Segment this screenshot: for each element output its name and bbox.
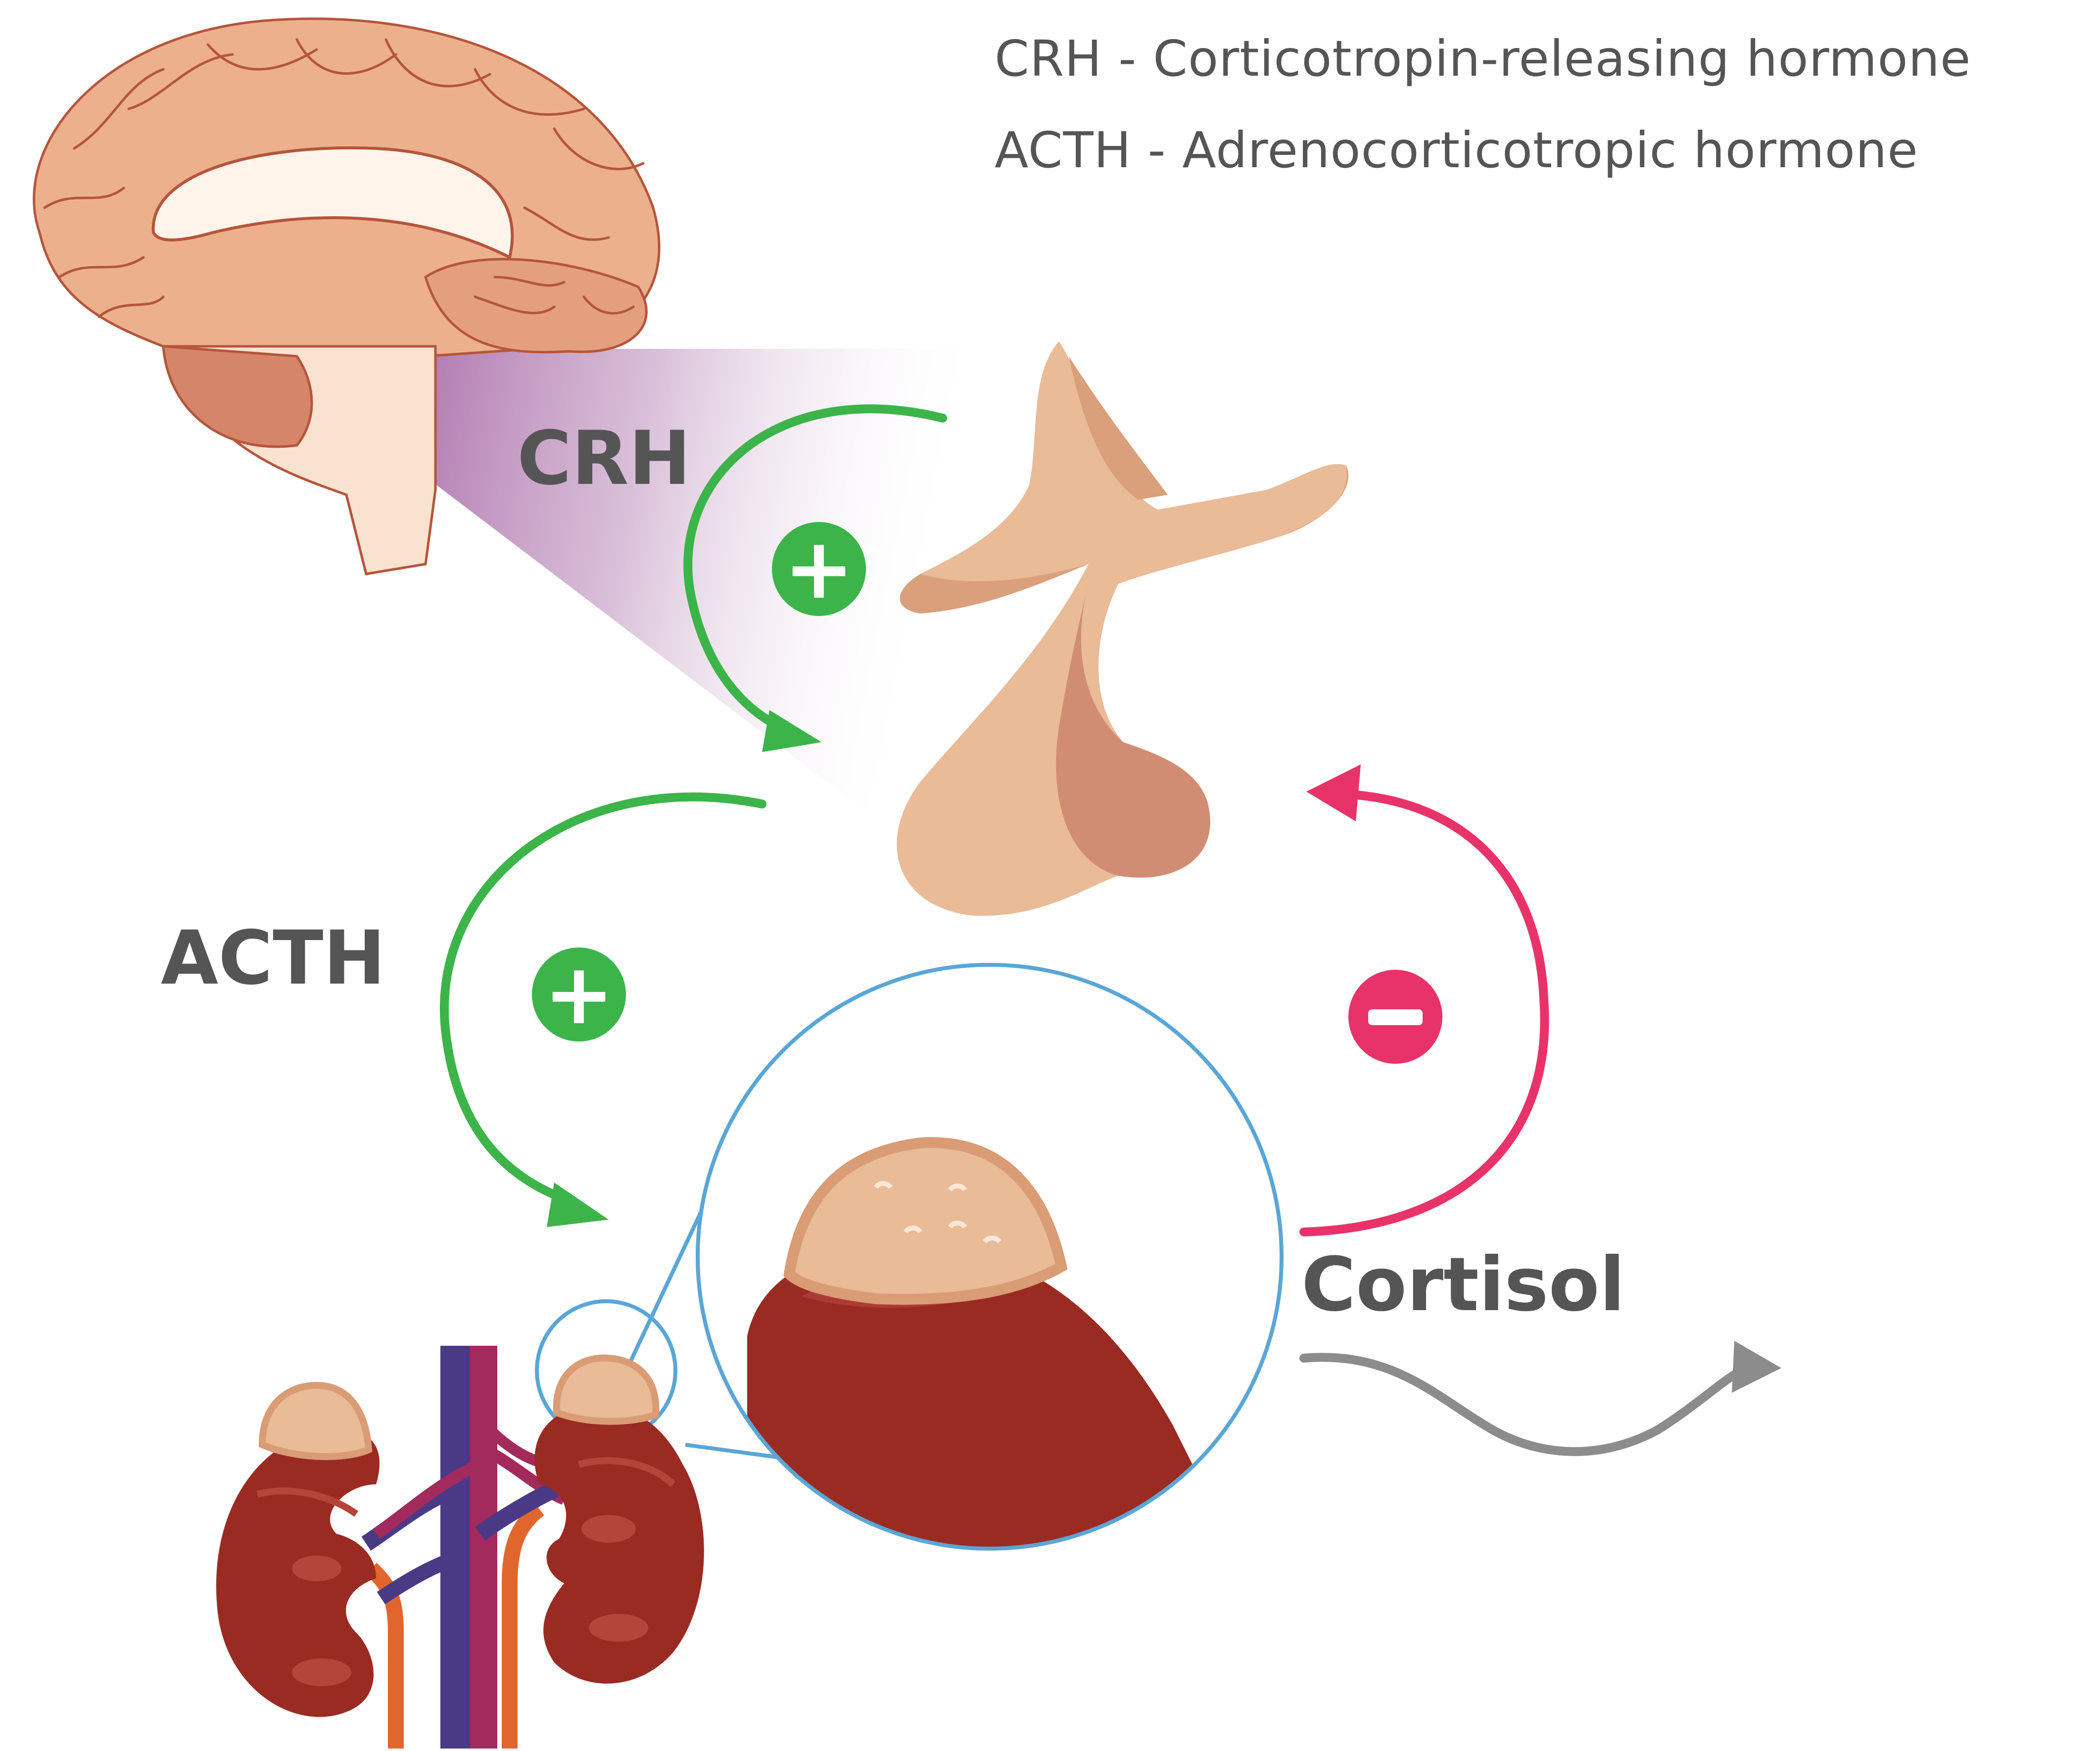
cortisol-feedback-arrow <box>1299 790 1549 1236</box>
acth-stimulate-arrow <box>440 792 766 1207</box>
crh-label: CRH <box>517 416 691 502</box>
stimulate-badge-acth: + <box>532 946 626 1043</box>
crh-arrowhead-icon <box>762 710 821 752</box>
acth-label: ACTH <box>161 915 386 1001</box>
feedback-arrowhead-icon <box>1306 764 1361 821</box>
output-arrowhead-icon <box>1732 1341 1781 1393</box>
kidney-illustration <box>216 1346 704 1749</box>
acth-arrowhead-icon <box>547 1183 609 1227</box>
pituitary-gland-illustration <box>897 341 1348 916</box>
legend-crh: CRH - Corticotropin-releasing hormone <box>995 30 1971 88</box>
cortisol-output-arrow <box>1299 1353 1746 1456</box>
brain-illustration <box>33 17 661 575</box>
minus-icon <box>1368 1009 1423 1025</box>
inhibit-badge <box>1348 970 1442 1064</box>
plus-icon: + <box>544 946 614 1043</box>
adrenal-gland-magnified <box>696 963 1284 1551</box>
cortisol-label: Cortisol <box>1301 1242 1625 1328</box>
crh-stimulate-arrow <box>683 404 947 737</box>
legend-acth: ACTH - Adrenocorticotropic hormone <box>995 121 1918 179</box>
stimulate-badge-crh: + <box>772 520 866 618</box>
plus-icon: + <box>784 520 854 618</box>
